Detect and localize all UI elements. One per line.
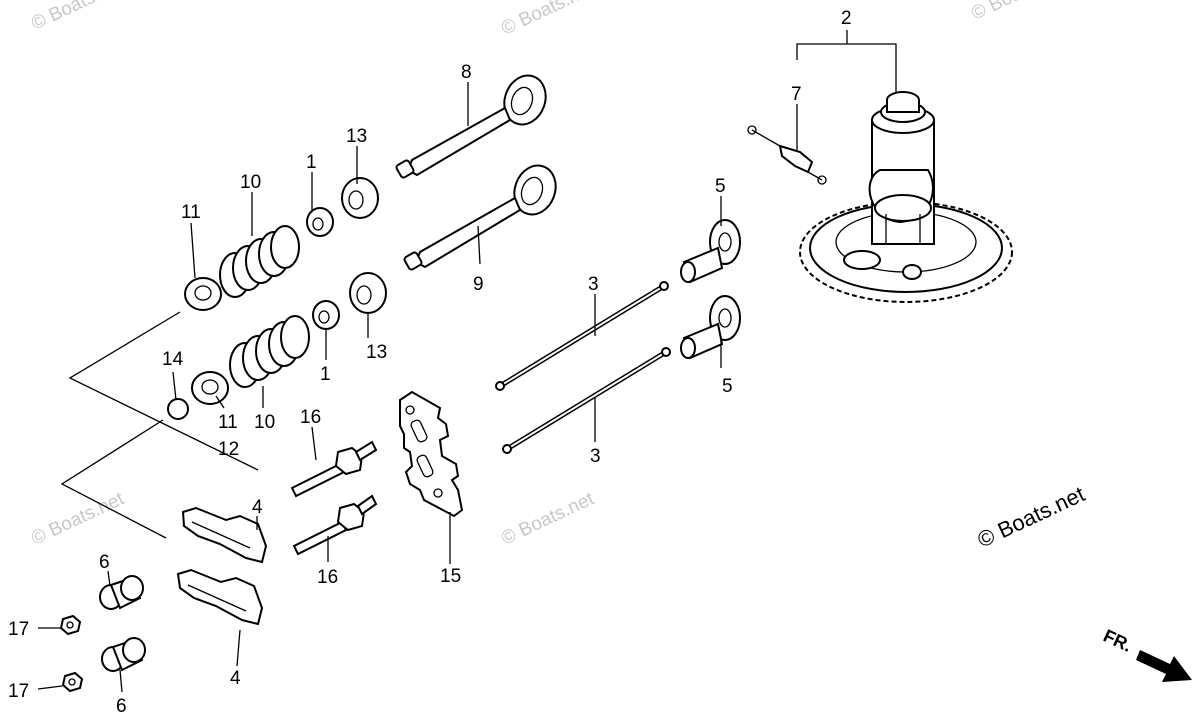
callout-14: 14 (162, 349, 184, 370)
group-bracket-lines (60, 311, 259, 539)
callout-6-lower: 6 (116, 696, 127, 717)
callout-8: 8 (461, 62, 472, 83)
valve-retainer-upper (306, 207, 334, 237)
front-arrow-icon (1136, 650, 1192, 682)
callout-17-lower: 17 (8, 681, 29, 702)
watermark-mid-left: © Boats.net (28, 488, 128, 549)
valve-spring-upper (219, 225, 300, 298)
callout-3-upper: 3 (588, 274, 599, 295)
watermark-top-left: © Boats.net (28, 0, 128, 35)
callout-11-lower: 11 (218, 412, 238, 433)
callout-4-upper: 4 (252, 497, 263, 518)
callout-12: 12 (218, 439, 239, 460)
callout-1-lower: 1 (320, 364, 331, 385)
valve-lower (403, 164, 557, 271)
pushrod-guide-plate (399, 390, 464, 518)
leader-17b (37, 685, 63, 690)
camshaft-gear (799, 91, 1013, 303)
callout-11-upper: 11 (181, 202, 201, 223)
tappet-lower (680, 295, 741, 360)
rocker-pivot-lower (101, 637, 146, 672)
rocker-pivot-upper (99, 575, 144, 610)
callout-5-lower: 5 (722, 376, 733, 397)
valve-retainer-lower (312, 300, 340, 330)
spring-seat-lower (191, 371, 229, 405)
callout-13-lower: 13 (366, 342, 387, 363)
callout-4-lower: 4 (230, 668, 241, 689)
callout-10-upper: 10 (240, 172, 261, 193)
callout-7: 7 (791, 84, 802, 105)
decompressor-spring (747, 125, 827, 185)
callout-5-upper: 5 (715, 176, 726, 197)
push-rod-upper (495, 281, 669, 391)
callout-2: 2 (841, 8, 852, 29)
callout-1-upper: 1 (306, 152, 317, 173)
valve-rotator-upper (341, 177, 379, 219)
callout-10-lower: 10 (254, 412, 275, 433)
valve-rotator-lower (349, 272, 387, 314)
rocker-arm-upper (181, 506, 268, 564)
watermark-mid-center: © Boats.net (498, 488, 598, 549)
watermark-top-right: © Boats.net (968, 0, 1068, 25)
valve-upper (395, 74, 547, 179)
stud-upper (290, 440, 378, 498)
callout-15: 15 (440, 566, 461, 587)
watermark-top-center: © Boats.net (498, 0, 598, 40)
front-direction-indicator: FR. (1100, 625, 1192, 682)
nut-upper (59, 614, 82, 636)
front-label: FR. (1100, 625, 1135, 655)
tappet-upper (680, 219, 741, 284)
copyright-notice: © Boats.net (974, 481, 1089, 552)
leader-lines (107, 82, 798, 693)
callout-16-lower: 16 (317, 567, 338, 588)
push-rod-lower (502, 347, 671, 454)
callouts: 8 9 2 7 5 5 3 3 11 10 1 13 13 1 10 11 12… (8, 8, 852, 717)
nut-lower (61, 671, 84, 693)
callout-6-upper: 6 (99, 552, 110, 573)
callout-16-upper: 16 (300, 407, 321, 428)
valve-spring-lower (229, 315, 310, 388)
bracket-2 (796, 43, 897, 92)
stud-lower (292, 494, 378, 556)
callout-17-upper: 17 (8, 619, 29, 640)
spring-seat-upper (184, 277, 222, 311)
callout-3-lower: 3 (590, 446, 601, 467)
callout-9: 9 (473, 274, 484, 295)
callout-13-upper: 13 (346, 126, 367, 147)
valve-cap (167, 398, 189, 420)
rocker-arm-lower (176, 568, 264, 626)
